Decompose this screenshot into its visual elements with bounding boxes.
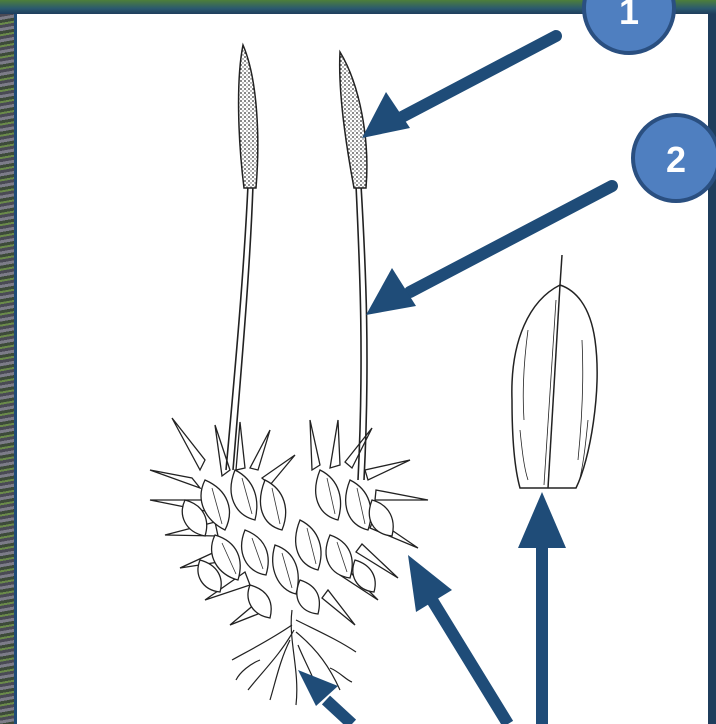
arrow-to-detached-leaf — [518, 492, 566, 724]
arrow-to-leafy-shoot — [408, 555, 508, 724]
setae — [226, 185, 367, 480]
rhizoids — [232, 610, 356, 705]
badge-capsule: 1 — [584, 0, 674, 53]
arrow-to-capsule — [362, 36, 556, 138]
detached-leaf — [512, 255, 597, 488]
badge-capsule-number: 1 — [619, 0, 639, 32]
badge-seta: 2 — [633, 115, 716, 201]
leafy-gametophyte — [150, 418, 428, 625]
capsules — [239, 45, 367, 188]
arrow-to-rhizoids — [298, 670, 352, 724]
badge-seta-number: 2 — [666, 139, 686, 180]
